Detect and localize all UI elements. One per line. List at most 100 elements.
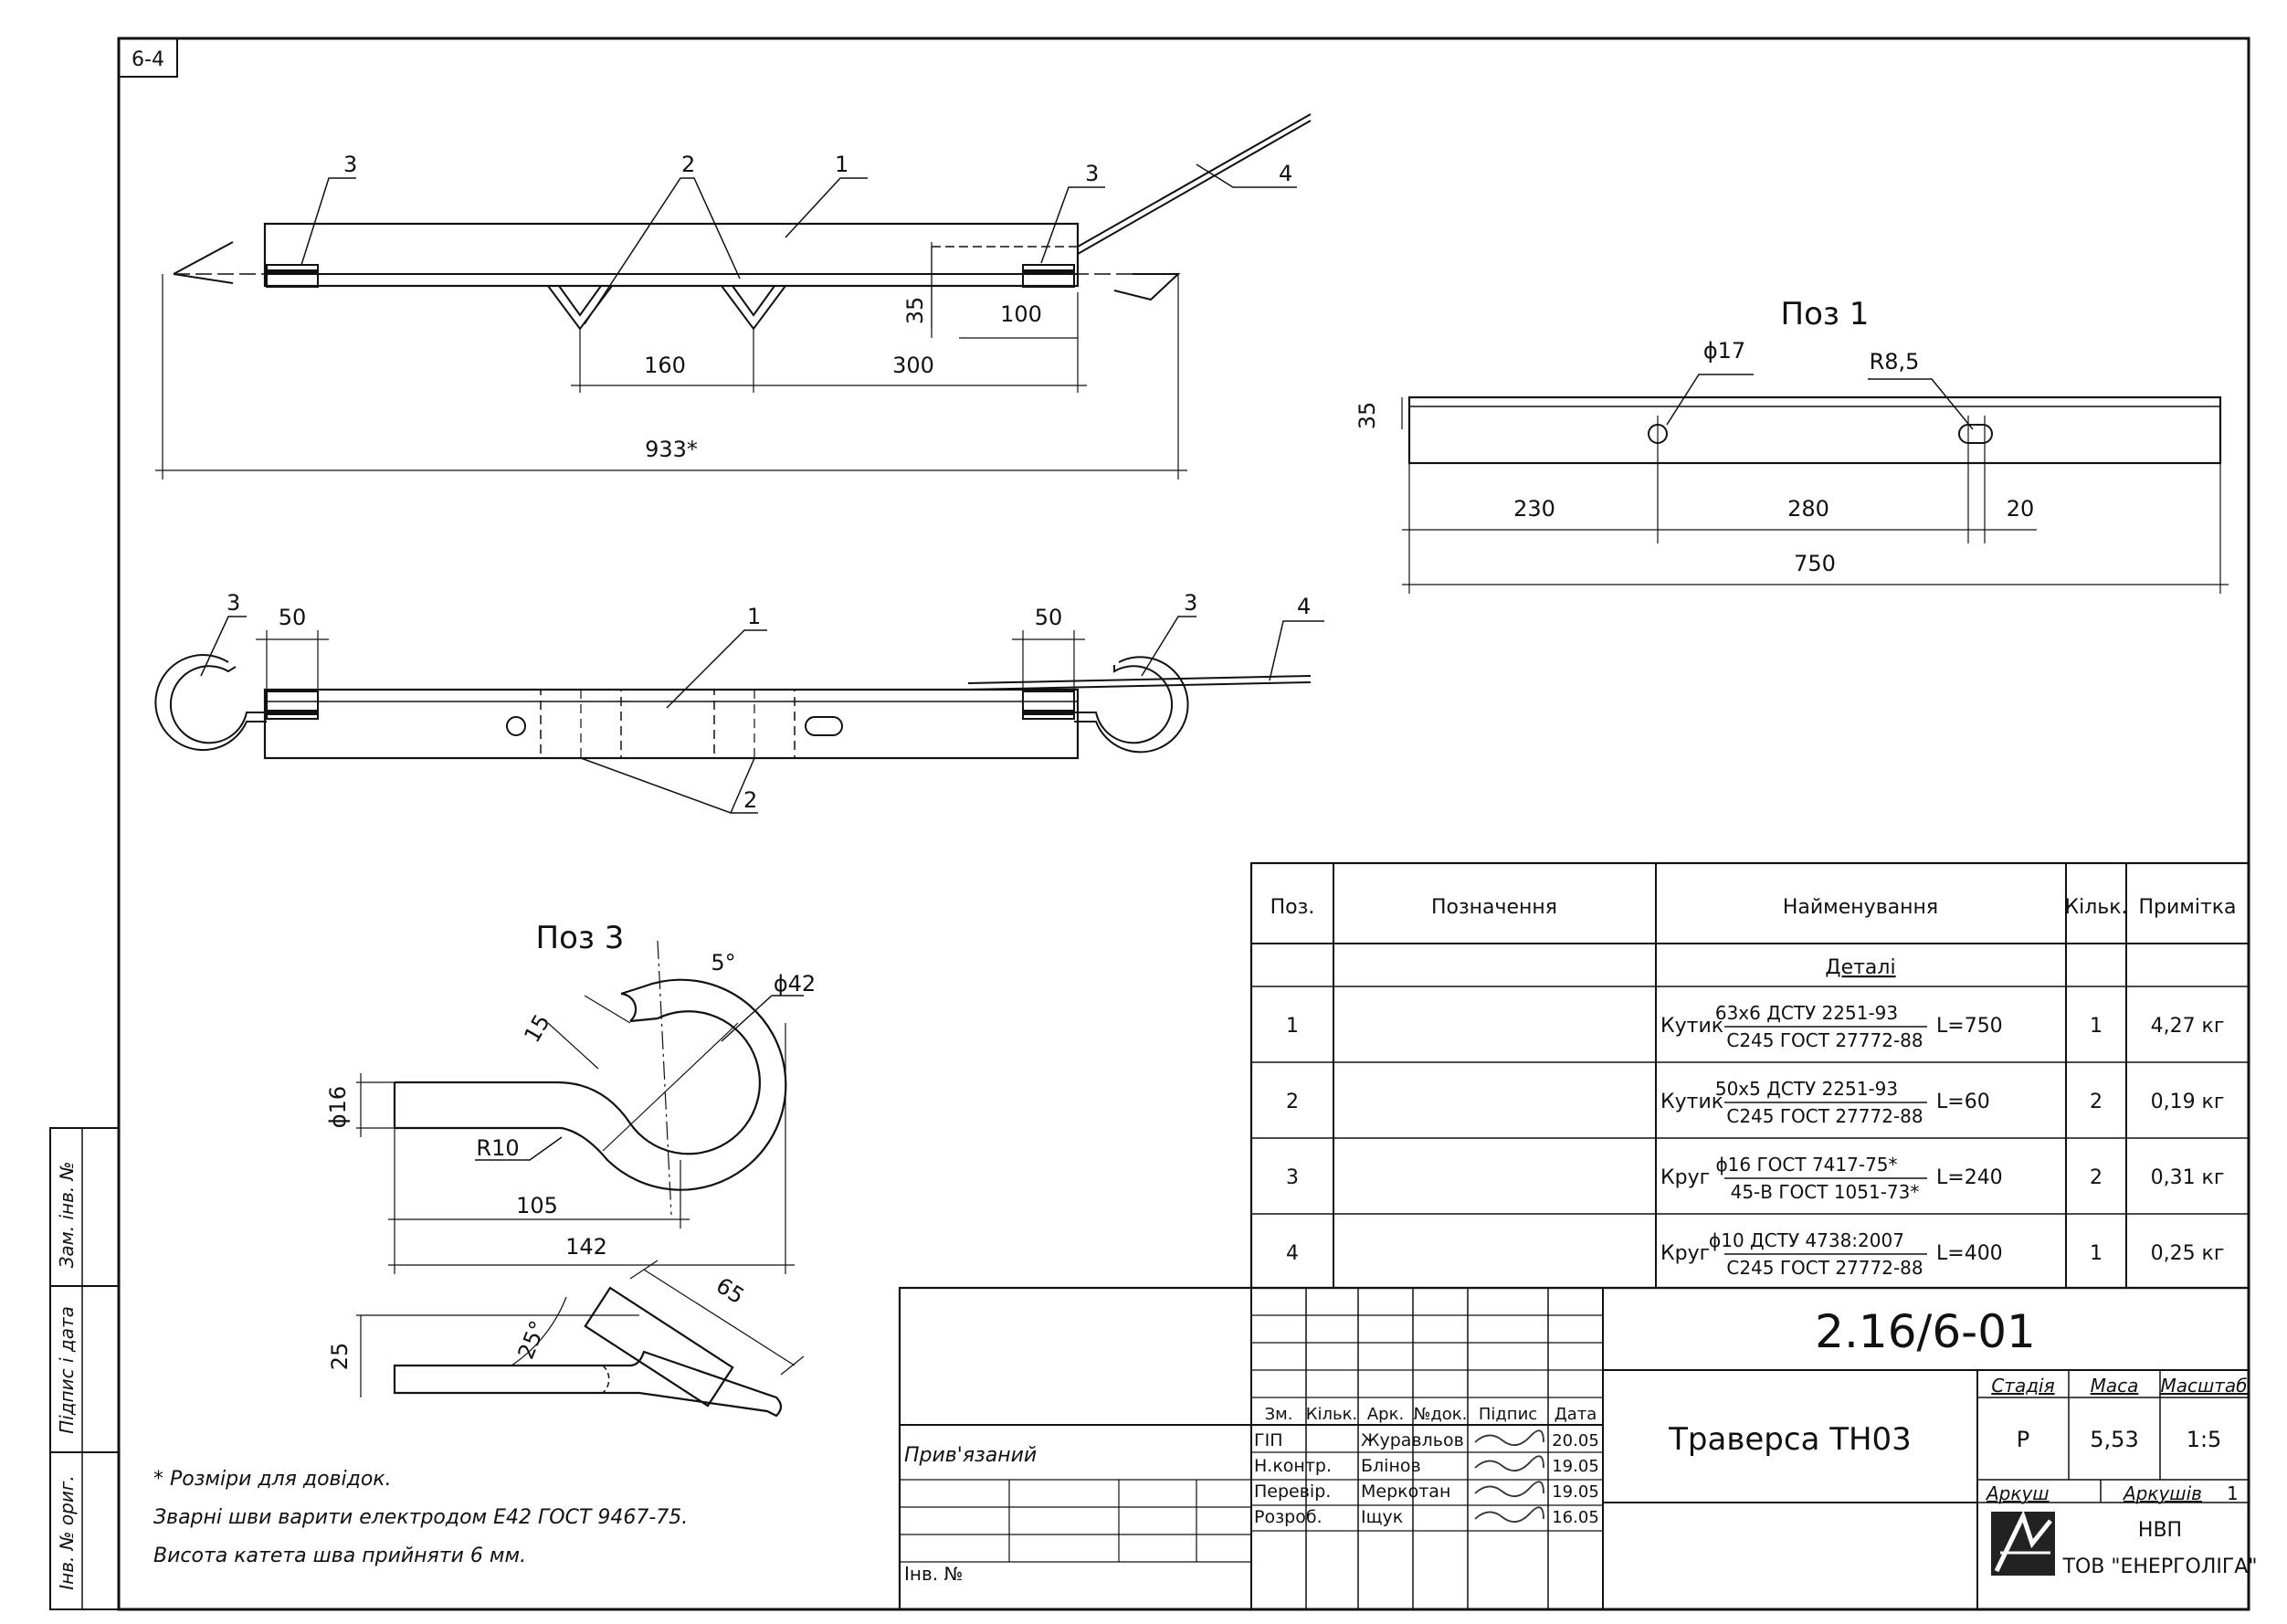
handwritten-signature bbox=[1474, 1481, 1544, 1497]
scale-label: Масштаб bbox=[2160, 1375, 2247, 1397]
signature-date: 20.05 bbox=[1552, 1431, 1599, 1450]
side-stamp: Зам. інв. № Підпис і дата Інв. № ориг. bbox=[49, 1127, 120, 1610]
spec-row-prefix: Круг bbox=[1660, 1242, 1710, 1265]
side-stamp-signature: Підпис і дата bbox=[56, 1306, 78, 1434]
spec-row-top: ϕ10 ДСТУ 4738:2007 bbox=[1709, 1229, 1904, 1251]
sheet-tag: 6-4 bbox=[132, 48, 164, 71]
top-callout-3a: 3 bbox=[343, 152, 357, 177]
sheets-label: Аркушів bbox=[2122, 1482, 2202, 1504]
rev-header-kilk: Кільк. bbox=[1306, 1405, 1358, 1424]
mass-value: 5,53 bbox=[2090, 1427, 2138, 1452]
spec-table: Поз. Позначення Найменування Кільк. Прим… bbox=[1249, 861, 2250, 1290]
spec-row-note: 4,27 кг bbox=[2151, 1015, 2225, 1038]
org-line-2: ТОВ "ЕНЕРГОЛІГА" bbox=[2062, 1555, 2258, 1578]
spec-row-top: 63x6 ДСТУ 2251-93 bbox=[1715, 1002, 1898, 1024]
mass-label: Маса bbox=[2091, 1375, 2139, 1397]
dim-300: 300 bbox=[892, 353, 934, 378]
spec-row-length: L=240 bbox=[1936, 1166, 2003, 1189]
poz3-dim-142: 142 bbox=[565, 1234, 607, 1260]
spec-section: Деталі bbox=[1825, 956, 1895, 979]
doc-number: 2.16/6-01 bbox=[1815, 1305, 2036, 1358]
stage-value: Р bbox=[2017, 1427, 2029, 1452]
spec-row-qty: 2 bbox=[2090, 1166, 2103, 1189]
poz3-dim-25deg: 25° bbox=[513, 1317, 552, 1363]
poz3-dim-d42: ϕ42 bbox=[774, 971, 816, 997]
poz1-dim-750: 750 bbox=[1794, 551, 1836, 576]
rev-header-zm: Зм. bbox=[1265, 1405, 1293, 1424]
dim-50-right: 50 bbox=[1035, 605, 1063, 630]
plan-callout-3a: 3 bbox=[227, 590, 240, 616]
inv-no-label: Інв. № bbox=[904, 1563, 963, 1585]
spec-header-note: Примітка bbox=[2138, 896, 2236, 919]
handwritten-signature bbox=[1474, 1506, 1544, 1523]
poz3-dim-r10: R10 bbox=[476, 1135, 519, 1161]
spec-row-poz: 2 bbox=[1286, 1091, 1299, 1113]
sheet-label: Аркуш bbox=[1985, 1482, 2050, 1504]
org-line-1: НВП bbox=[2138, 1519, 2182, 1542]
signature-date: 19.05 bbox=[1552, 1482, 1599, 1502]
rev-header-pidpys: Підпис bbox=[1479, 1405, 1537, 1424]
handwritten-signature bbox=[1474, 1455, 1544, 1471]
spec-row-bottom: 45-В ГОСТ 1051-73* bbox=[1731, 1181, 1920, 1203]
spec-row-prefix: Кутик bbox=[1660, 1091, 1723, 1113]
dim-160: 160 bbox=[644, 353, 686, 378]
signature-role: Н.контр. bbox=[1254, 1456, 1332, 1476]
side-stamp-inv: Інв. № ориг. bbox=[56, 1475, 78, 1589]
spec-row-top: 50x5 ДСТУ 2251-93 bbox=[1715, 1078, 1898, 1100]
handwritten-signature bbox=[1474, 1429, 1544, 1446]
title-block: 2.16/6-01 Траверса ТН03 Зм. Кільк. Арк. … bbox=[898, 1286, 2258, 1611]
signature-name: Іщук bbox=[1361, 1507, 1403, 1527]
notes: * Розміри для довідок. Зварні шви варити… bbox=[153, 1468, 688, 1567]
spec-header-name: Найменування bbox=[1783, 896, 1938, 919]
poz3-dim-15: 15 bbox=[519, 1010, 555, 1047]
signature-name: Журавльов bbox=[1361, 1430, 1464, 1450]
top-view: 3 2 1 3 4 35 100 160 300 933* bbox=[155, 113, 1312, 480]
signature-role: Розроб. bbox=[1254, 1507, 1323, 1527]
poz1-dim-230: 230 bbox=[1513, 496, 1555, 522]
note-2: Зварні шви варити електродом Е42 ГОСТ 94… bbox=[153, 1506, 688, 1529]
spec-row-qty: 1 bbox=[2090, 1242, 2103, 1265]
dim-50-left: 50 bbox=[279, 605, 307, 630]
poz1-view: Поз 1 ϕ17 R8,5 35 230 280 20 750 bbox=[1354, 296, 2229, 594]
rev-header-ark: Арк. bbox=[1367, 1405, 1404, 1424]
top-callout-4: 4 bbox=[1279, 161, 1292, 186]
plan-callout-4: 4 bbox=[1297, 594, 1311, 619]
spec-row-top: ϕ16 ГОСТ 7417-75* bbox=[1715, 1154, 1897, 1176]
poz3-dim-65: 65 bbox=[711, 1272, 749, 1309]
spec-row-poz: 3 bbox=[1286, 1166, 1299, 1189]
spec-row-bottom: С245 ГОСТ 27772-88 bbox=[1726, 1105, 1923, 1127]
poz1-dim-20: 20 bbox=[2007, 496, 2035, 522]
pryvyazanyi-label: Прив'язаний bbox=[904, 1444, 1037, 1467]
spec-row-bottom: С245 ГОСТ 27772-88 bbox=[1726, 1257, 1923, 1279]
side-stamp-zam: Зам. інв. № bbox=[56, 1162, 78, 1269]
poz1-dim-35: 35 bbox=[1354, 402, 1380, 430]
top-callout-3b: 3 bbox=[1085, 161, 1099, 186]
dim-933: 933* bbox=[645, 437, 698, 462]
spec-row-prefix: Круг bbox=[1660, 1166, 1710, 1189]
stage-label: Стадія bbox=[1991, 1375, 2054, 1397]
spec-row-bottom: С245 ГОСТ 27772-88 bbox=[1726, 1029, 1923, 1051]
sheet-tag-box bbox=[118, 37, 178, 78]
drawing-title: Траверса ТН03 bbox=[1668, 1421, 1912, 1458]
signature-date: 19.05 bbox=[1552, 1457, 1599, 1476]
spec-row-length: L=400 bbox=[1936, 1242, 2003, 1265]
dim-100: 100 bbox=[1000, 301, 1042, 327]
signature-role: Перевір. bbox=[1254, 1482, 1331, 1502]
spec-row-qty: 1 bbox=[2090, 1015, 2103, 1038]
poz1-dim-r85: R8,5 bbox=[1870, 349, 1920, 374]
plan-callout-1: 1 bbox=[747, 604, 761, 629]
spec-row-prefix: Кутик bbox=[1660, 1015, 1723, 1038]
poz1-dim-280: 280 bbox=[1787, 496, 1829, 522]
poz1-title: Поз 1 bbox=[1781, 296, 1870, 332]
spec-row-length: L=750 bbox=[1936, 1015, 2003, 1038]
spec-row-note: 0,19 кг bbox=[2151, 1091, 2225, 1113]
spec-row-qty: 2 bbox=[2090, 1091, 2103, 1113]
rev-header-data: Дата bbox=[1555, 1405, 1597, 1424]
rev-header-ndok: №док. bbox=[1414, 1405, 1468, 1424]
poz3-view: Поз 3 5° ϕ42 15 R10 ϕ16 105 142 bbox=[325, 920, 816, 1418]
poz3-dim-25: 25 bbox=[327, 1343, 353, 1371]
poz3-title: Поз 3 bbox=[536, 920, 625, 956]
